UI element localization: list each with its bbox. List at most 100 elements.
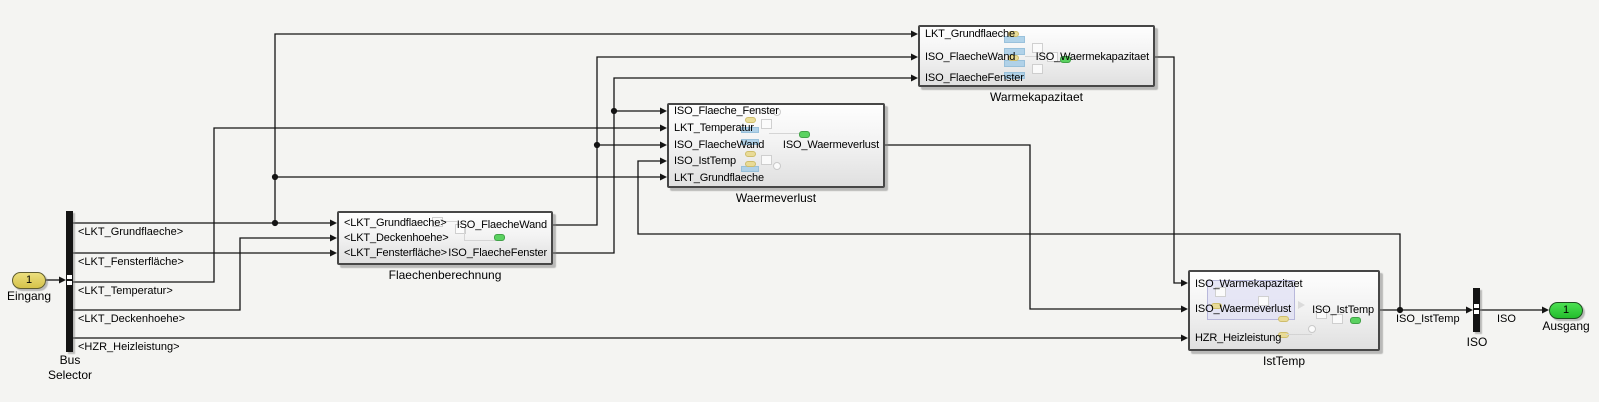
outport-number: 1 bbox=[1562, 304, 1570, 316]
block-flaechenberechnung[interactable]: <LKT_Grundflaeche> <LKT_Deckenhoehe> <LK… bbox=[337, 211, 553, 265]
block-content-preview bbox=[669, 105, 883, 186]
preview-shape bbox=[1350, 317, 1361, 324]
preview-shape bbox=[464, 240, 496, 241]
preview-shape bbox=[741, 127, 759, 133]
preview-shape bbox=[799, 131, 810, 138]
block-waermeverlust[interactable]: ISO_Flaeche_Fenster LKT_Temperatur ISO_F… bbox=[667, 103, 885, 188]
preview-shape bbox=[1258, 296, 1269, 306]
preview-shape bbox=[1047, 52, 1058, 62]
inport-label: LKT_Temperatur bbox=[674, 122, 754, 134]
inport-label: Eingang bbox=[6, 289, 52, 303]
preview-shape bbox=[1032, 64, 1043, 74]
bus-port-notch bbox=[1474, 310, 1479, 314]
junction-dot bbox=[271, 173, 279, 181]
bus-signal-label: <LKT_Deckenhoehe> bbox=[78, 313, 186, 325]
preview-shape bbox=[761, 155, 772, 165]
arrowhead bbox=[660, 124, 667, 132]
wire-lkt-temperatur[interactable] bbox=[73, 127, 660, 283]
inport-label: ISO_IstTemp bbox=[674, 155, 736, 167]
block-warmekapazitaet[interactable]: LKT_Grundflaeche ISO_FlaecheWand ISO_Fla… bbox=[918, 25, 1155, 87]
preview-shape bbox=[769, 133, 799, 134]
wire-iso-isttemp-feedback[interactable] bbox=[637, 160, 1401, 310]
bus-signal-label: <LKT_Grundflaeche> bbox=[78, 226, 184, 238]
preview-shape bbox=[1207, 280, 1295, 320]
preview-shape bbox=[1008, 31, 1019, 37]
inport-label: HZR_Heizleistung bbox=[1195, 332, 1282, 344]
inport-label: ISO_Warmekapazitaet bbox=[1195, 278, 1303, 290]
inport-label: ISO_FlaecheWand bbox=[925, 51, 1016, 63]
outport-label: ISO_Waermekapazitaet bbox=[1035, 51, 1150, 63]
block-title-waermeverlust: Waermeverlust bbox=[735, 191, 817, 205]
inport-label: ISO_Waermeverlust bbox=[1195, 303, 1292, 315]
arrowhead bbox=[59, 276, 66, 284]
block-content-preview bbox=[1190, 272, 1378, 349]
wire-lkt-grundflaeche-up[interactable] bbox=[274, 33, 911, 223]
preview-shape bbox=[773, 108, 781, 116]
wire-iso-waermeverlust[interactable] bbox=[885, 144, 1181, 310]
junction-dot bbox=[271, 219, 279, 227]
junction-dot bbox=[593, 141, 601, 149]
arrowhead bbox=[911, 30, 918, 38]
arrowhead bbox=[911, 74, 918, 82]
bus-port-notch bbox=[1474, 304, 1479, 308]
preview-shape bbox=[1025, 56, 1049, 57]
inport-label: ISO_FlaecheWand bbox=[674, 139, 765, 151]
arrowhead bbox=[1181, 334, 1188, 342]
preview-shape bbox=[1332, 314, 1343, 324]
preview-shape bbox=[745, 117, 756, 123]
wire-iso-waermekapazitaet[interactable] bbox=[1155, 56, 1181, 284]
preview-shape bbox=[455, 224, 466, 234]
bus-creator-label: ISO bbox=[1466, 335, 1488, 349]
preview-shape bbox=[741, 139, 759, 145]
arrowhead bbox=[911, 53, 918, 61]
arrowhead bbox=[1466, 306, 1473, 314]
preview-shape bbox=[1008, 55, 1019, 61]
preview-shape bbox=[745, 151, 756, 157]
arrowhead bbox=[1542, 306, 1549, 314]
junction-dot bbox=[610, 107, 618, 115]
preview-shape bbox=[1060, 56, 1071, 63]
preview-shape bbox=[1215, 287, 1226, 297]
wire-iso-flaechefenster[interactable] bbox=[553, 77, 911, 254]
preview-shape bbox=[745, 161, 756, 167]
outport-ausgang[interactable]: 1 bbox=[1549, 302, 1583, 319]
bus-port-notch bbox=[67, 281, 72, 285]
block-title-warmekapazitaet: Warmekapazitaet bbox=[990, 90, 1083, 104]
preview-shape bbox=[494, 234, 505, 241]
preview-shape bbox=[1286, 334, 1312, 335]
block-title-flaechenberechnung: Flaechenberechnung bbox=[388, 268, 502, 282]
bus-signal-label: <LKT_Temperatur> bbox=[78, 285, 173, 297]
arrowhead bbox=[660, 173, 667, 181]
signal-label-iso-isttemp: ISO_IstTemp bbox=[1396, 313, 1460, 325]
bus-selector[interactable] bbox=[66, 211, 73, 352]
inport-label: ISO_Flaeche_Fenster bbox=[674, 105, 779, 117]
preview-shape bbox=[1278, 332, 1289, 338]
inport-label: <LKT_Deckenhoehe> bbox=[344, 232, 449, 244]
arrowhead bbox=[330, 249, 337, 257]
preview-shape bbox=[432, 217, 443, 227]
outport-label: ISO_FlaecheWand bbox=[456, 219, 547, 231]
outport-label: Ausgang bbox=[1542, 319, 1590, 333]
wire-lkt-deckenhoehe[interactable] bbox=[73, 237, 330, 311]
bus-creator-iso[interactable] bbox=[1473, 288, 1480, 332]
outport-label: ISO_IstTemp bbox=[1312, 304, 1374, 316]
preview-shape bbox=[1308, 325, 1316, 333]
inport-eingang[interactable]: 1 bbox=[12, 272, 46, 289]
arrowhead bbox=[1181, 305, 1188, 313]
preview-shape bbox=[1278, 316, 1289, 322]
arrowhead bbox=[660, 141, 667, 149]
preview-shape bbox=[1211, 303, 1222, 309]
inport-label: <LKT_Fensterfläche> bbox=[344, 247, 447, 259]
block-content-preview bbox=[339, 213, 551, 263]
inport-label: ISO_FlaecheFenster bbox=[925, 72, 1024, 84]
outport-label: ISO_Waermeverlust bbox=[782, 139, 879, 151]
arrowhead bbox=[330, 234, 337, 242]
arrowhead bbox=[660, 107, 667, 115]
block-isttemp[interactable]: ISO_Warmekapazitaet ISO_Waermeverlust HZ… bbox=[1188, 270, 1380, 351]
arrowhead bbox=[1181, 279, 1188, 287]
inport-label: <LKT_Grundflaeche> bbox=[344, 217, 447, 229]
signal-label-iso: ISO bbox=[1497, 313, 1516, 325]
wire-iso-flaechewand[interactable] bbox=[553, 56, 911, 226]
